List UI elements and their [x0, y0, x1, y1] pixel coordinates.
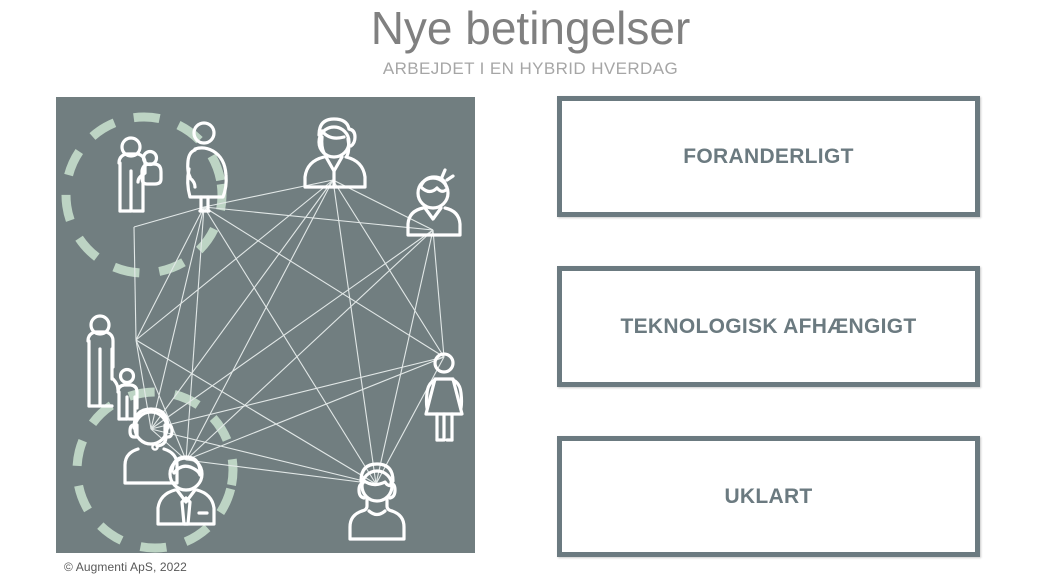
concept-label: TEKNOLOGISK AFHÆNGIGT: [620, 314, 917, 338]
concept-label: UKLART: [724, 484, 813, 508]
network-of-people-illustration: [56, 97, 475, 553]
parent-with-child-icon: [86, 314, 139, 421]
concept-box-teknologisk-afhaengigt[interactable]: TEKNOLOGISK AFHÆNGIGT: [557, 266, 980, 387]
dashed-circle-lower: [72, 387, 238, 553]
pregnant-woman-icon: [186, 121, 228, 213]
woman-portrait-icon: [348, 462, 406, 541]
headset-agent-icon: [123, 407, 179, 485]
concept-box-uklart[interactable]: UKLART: [557, 436, 980, 557]
standing-woman-icon: [424, 352, 464, 442]
concept-box-foranderligt[interactable]: FORANDERLIGT: [557, 96, 980, 217]
dashed-circle-upper: [61, 112, 227, 278]
copyright-notice: © Augmenti ApS, 2022: [64, 560, 187, 574]
concept-label: FORANDERLIGT: [683, 144, 854, 168]
suited-man-icon: [156, 455, 216, 526]
network-edges: [133, 179, 445, 485]
page-title: Nye betingelser: [370, 2, 691, 54]
parent-with-baby-icon: [117, 136, 163, 213]
page-subtitle: ARBEJDET I EN HYBRID HVERDAG: [382, 59, 679, 78]
businesswoman-icon: [303, 117, 367, 189]
businessman-icon: [406, 168, 462, 237]
